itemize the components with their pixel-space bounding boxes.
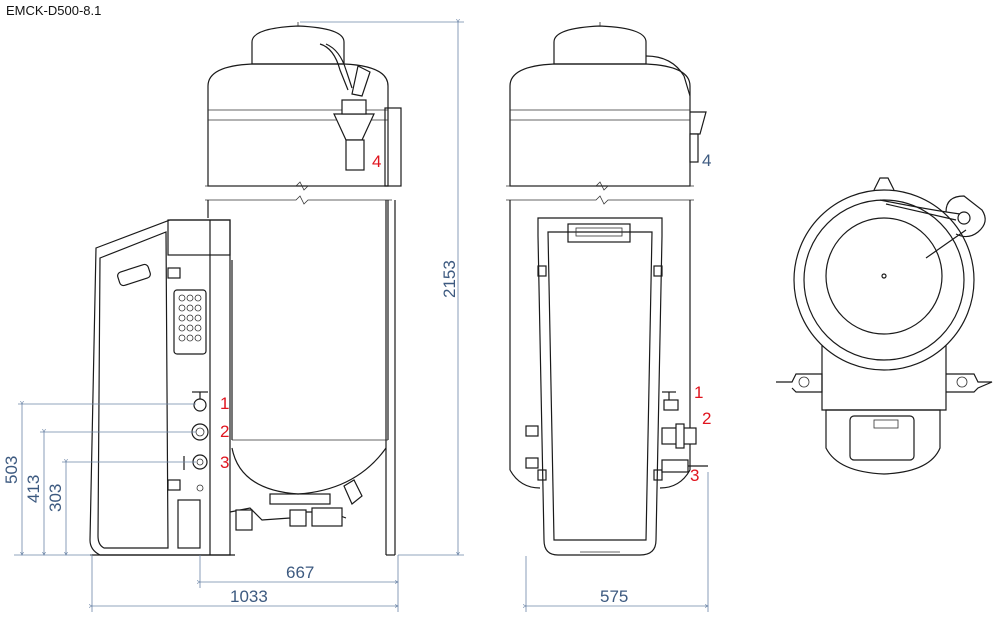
dim-667: 667 [286,563,314,582]
dim-303: 303 [46,484,65,512]
front-callouts: 1 2 3 4 [690,151,711,485]
dimension-height: 2153 [300,22,464,555]
side-callout-2: 2 [220,422,229,441]
dimensions-left: 503 413 303 [2,404,196,555]
dim-575: 575 [600,587,628,606]
front-callout-3: 3 [690,466,699,485]
dim-1033: 1033 [230,587,268,606]
dim-413: 413 [24,475,43,503]
side-callouts: 1 2 3 4 [220,152,381,472]
front-callout-2: 2 [702,409,711,428]
dim-2153: 2153 [440,260,459,298]
dimensions-bottom: 667 1033 [92,555,398,612]
side-callout-3: 3 [220,453,229,472]
front-view [506,22,708,556]
drawing-title: EMCK-D500-8.1 [6,3,101,18]
side-callout-1: 1 [220,394,229,413]
front-callout-4: 4 [702,151,711,170]
side-callout-4: 4 [372,152,381,171]
top-view [776,177,993,475]
dim-503: 503 [2,456,21,484]
dimension-front-width: 575 [526,472,708,612]
front-callout-1: 1 [694,383,703,402]
side-view [89,22,402,556]
keypad-buttons [178,294,202,342]
